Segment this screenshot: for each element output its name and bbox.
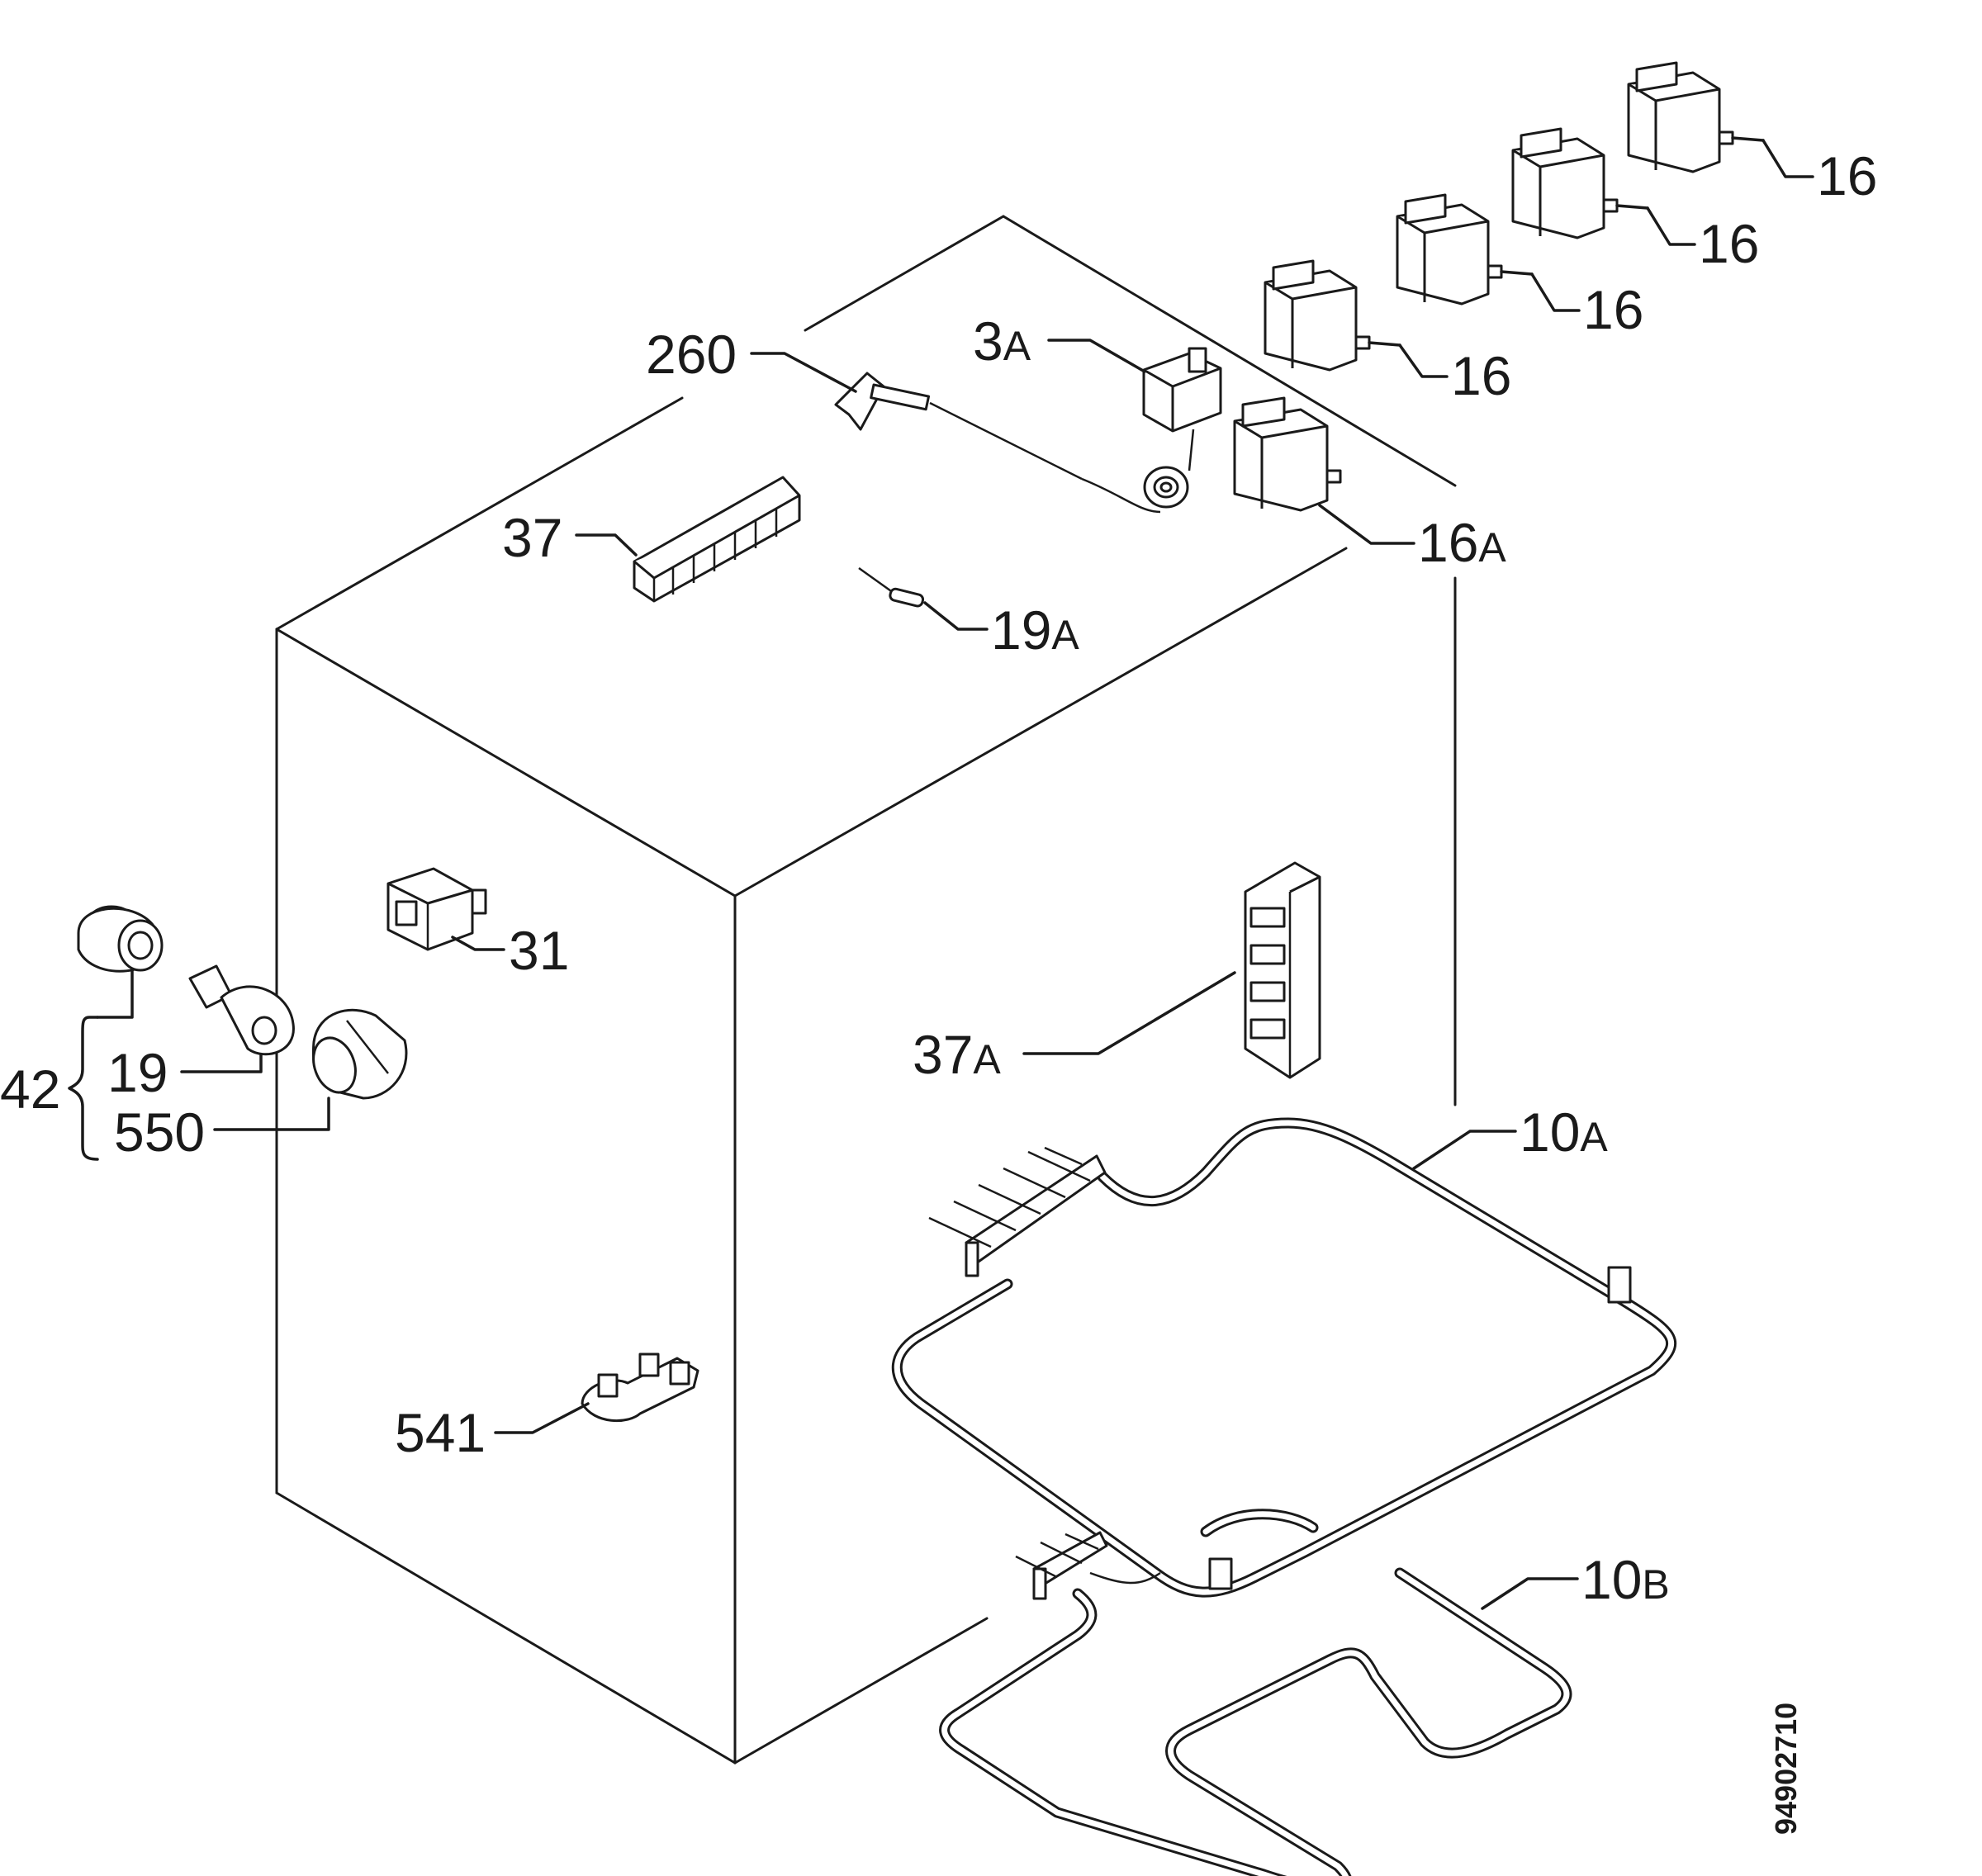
terminal-clip-541 <box>494 1353 699 1434</box>
label-19: 19 <box>107 1042 168 1103</box>
label-10b: 10B <box>1581 1549 1670 1610</box>
label-16-4: 16 <box>1451 345 1511 406</box>
label-37a: 37A <box>913 1024 1001 1085</box>
label-16-3: 16 <box>1583 279 1643 340</box>
sensor-19a <box>858 566 989 631</box>
part-labels: 16 16 16 16 16A 260 3A 37 19A 31 42 19 5… <box>0 145 1877 1610</box>
oven-cabinet-outline <box>275 215 1457 1765</box>
label-16-1: 16 <box>1817 145 1877 206</box>
label-541: 541 <box>395 1402 486 1463</box>
switch-16-3 <box>1396 193 1581 312</box>
bracket-42 <box>68 1016 99 1161</box>
switch-16-4 <box>1264 259 1449 378</box>
label-3a: 3A <box>973 310 1031 372</box>
label-31: 31 <box>509 920 569 981</box>
document-id: 94902710 <box>1769 1703 1803 1835</box>
thermostat-probe-260 <box>750 352 1161 514</box>
label-37: 37 <box>502 507 562 568</box>
terminal-block-37 <box>575 476 801 603</box>
label-550: 550 <box>114 1101 205 1163</box>
lamp-bulb-19 <box>180 964 295 1073</box>
heating-element-10b <box>939 1509 1579 1876</box>
label-42: 42 <box>0 1059 60 1120</box>
label-16a: 16A <box>1418 512 1506 573</box>
label-19a: 19A <box>991 599 1079 661</box>
label-10a: 10A <box>1520 1101 1608 1163</box>
label-260: 260 <box>646 324 737 385</box>
door-switch-31 <box>386 867 505 951</box>
lamp-cover-550 <box>213 1008 408 1131</box>
switch-16-2 <box>1511 127 1696 246</box>
label-16-2: 16 <box>1699 213 1759 274</box>
switch-16a <box>1233 396 1415 545</box>
terminal-block-37a <box>1022 861 1321 1079</box>
lamp-holder <box>77 905 164 1019</box>
heating-element-10a <box>891 1117 1677 1598</box>
thermostat-3a <box>1047 339 1222 509</box>
switch-16-1 <box>1627 61 1814 178</box>
